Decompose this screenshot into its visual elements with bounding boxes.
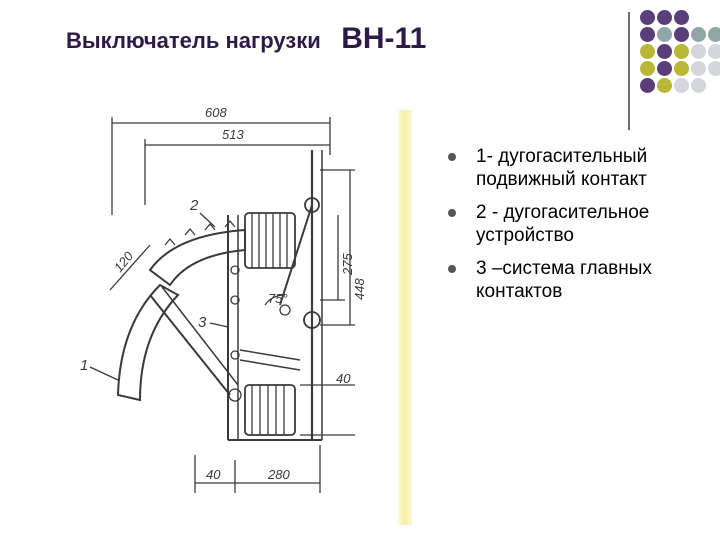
technical-drawing: 608 513 120 275 448 40 40 280 75° 1 2 3 bbox=[80, 105, 367, 493]
arc-contact-horn bbox=[148, 228, 246, 287]
decor-dot bbox=[640, 44, 655, 59]
decor-dot bbox=[640, 27, 655, 42]
dim-label-448: 448 bbox=[352, 278, 367, 300]
callout-1: 1 bbox=[80, 357, 88, 374]
decor-dot bbox=[657, 27, 672, 42]
dim-label-40-right: 40 bbox=[336, 371, 351, 386]
callout-leader-2 bbox=[199, 212, 216, 228]
moving-blade bbox=[116, 283, 180, 402]
decor-dot bbox=[691, 61, 706, 76]
decor-dot bbox=[640, 61, 655, 76]
decor-dot bbox=[691, 44, 706, 59]
legend-list: 1- дугогасительный подвижный контакт 2 -… bbox=[448, 145, 713, 313]
decor-dot-grid bbox=[640, 10, 720, 120]
dim-label-275: 275 bbox=[340, 253, 355, 276]
decor-dot bbox=[657, 44, 672, 59]
pivot-mid bbox=[303, 311, 321, 329]
decor-dot bbox=[640, 78, 655, 93]
callout-2: 2 bbox=[189, 197, 199, 214]
decor-dot bbox=[674, 10, 689, 25]
dim-line-120 bbox=[109, 244, 151, 291]
decor-dot bbox=[708, 44, 720, 59]
legend-item-3: 3 –система главных контактов bbox=[448, 257, 713, 303]
legend-item-1: 1- дугогасительный подвижный контакт bbox=[448, 145, 713, 191]
decor-yellow-band bbox=[398, 110, 412, 525]
decor-dot bbox=[657, 10, 672, 25]
decor-dot bbox=[691, 27, 706, 42]
callout-leader-1 bbox=[89, 366, 119, 381]
decor-dot bbox=[691, 78, 706, 93]
bullet-icon bbox=[448, 153, 456, 161]
legend-item-2: 2 - дугогасительное устройство bbox=[448, 201, 713, 247]
decor-dot bbox=[657, 78, 672, 93]
decor-dot bbox=[640, 10, 655, 25]
bullet-icon bbox=[448, 265, 456, 273]
dim-label-513: 513 bbox=[222, 127, 244, 142]
slide-title: Выключатель нагрузки ВН-11 bbox=[66, 22, 426, 56]
dim-label-120: 120 bbox=[111, 248, 137, 275]
pivot-top bbox=[304, 197, 320, 213]
angle-label: 75° bbox=[268, 291, 288, 306]
decor-dot bbox=[674, 78, 689, 93]
callout-leader-3 bbox=[209, 322, 229, 328]
dim-label-608: 608 bbox=[205, 105, 227, 120]
decor-dot bbox=[708, 61, 720, 76]
bullet-icon bbox=[448, 209, 456, 217]
main-contact-coil bbox=[244, 384, 296, 436]
title-model: ВН-11 bbox=[341, 22, 427, 55]
dim-label-280: 280 bbox=[267, 467, 290, 482]
decor-dot bbox=[674, 27, 689, 42]
title-main: Выключатель нагрузки bbox=[66, 28, 321, 53]
dim-label-40-bottom: 40 bbox=[206, 467, 221, 482]
decor-divider bbox=[628, 12, 630, 130]
decor-dot bbox=[674, 44, 689, 59]
callout-3: 3 bbox=[198, 314, 207, 331]
decor-dot bbox=[657, 61, 672, 76]
decor-dot bbox=[708, 27, 720, 42]
decor-dot bbox=[674, 61, 689, 76]
